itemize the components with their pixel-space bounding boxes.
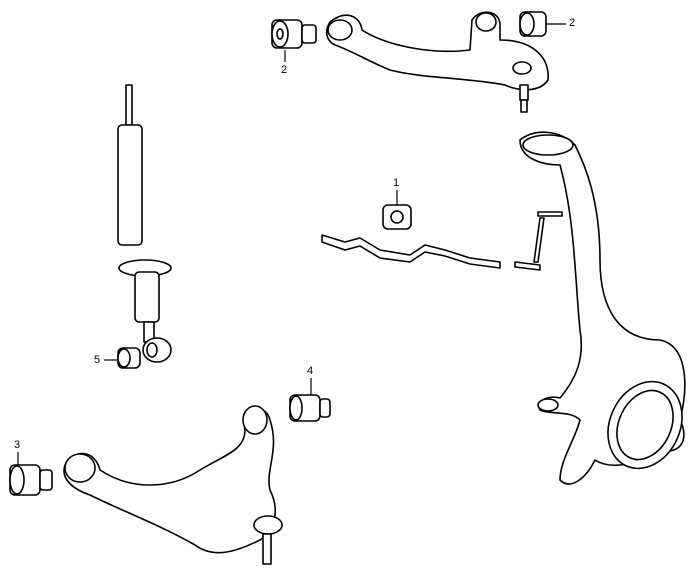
steering-knuckle [519,131,686,485]
callout-label-2-left: 2 [281,64,288,76]
stabilizer-bushing [382,190,412,230]
upper-arm-bushing-right [519,11,566,37]
lower-arm-bushing-rear [289,378,331,422]
shock-absorber-bushing [104,347,141,369]
callout-label-5: 5 [94,354,101,366]
lower-arm-bushing-front [9,452,53,496]
stabilizer-link [514,211,563,271]
callout-label-3: 3 [14,439,21,451]
callout-label-2-right: 2 [569,17,576,29]
upper-control-arm [325,11,549,113]
callout-label-1: 1 [393,177,400,189]
lower-control-arm [63,405,283,565]
shock-absorber [117,84,172,363]
callout-label-4: 4 [307,365,314,377]
upper-arm-bushing-left [271,19,317,62]
stabilizer-bar [321,234,501,269]
